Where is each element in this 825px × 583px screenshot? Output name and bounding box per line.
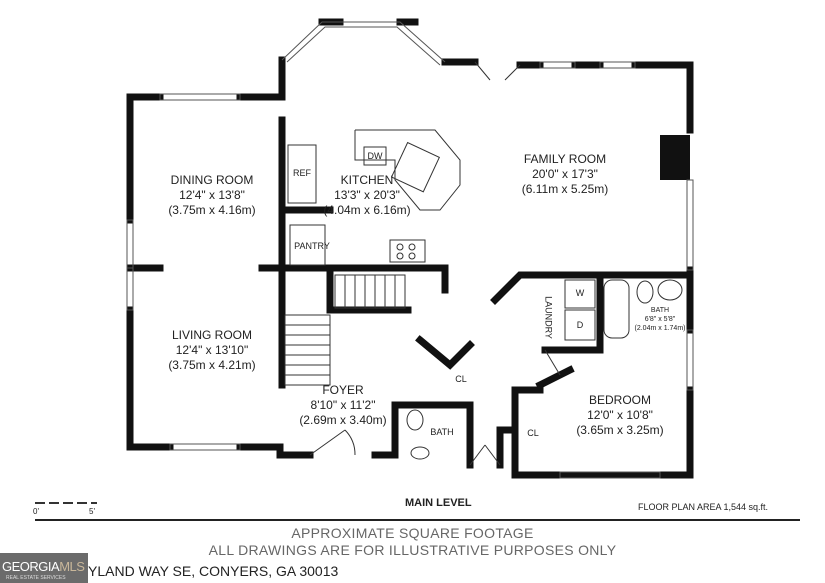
scale-start-label: 0' xyxy=(33,507,39,516)
room-dimensions: 20'0" x 17'3" xyxy=(532,167,598,181)
room-dimensions: 8'10" x 11'2" xyxy=(310,398,376,412)
kitchen-counters xyxy=(287,129,461,266)
bath-fixtures xyxy=(406,279,683,460)
logo-text: GEORGIA xyxy=(2,559,60,574)
logo-tagline: REAL ESTATE SERVICES xyxy=(6,575,66,581)
room-label-dining: DINING ROOM 12'4" x 13'8" (3.75m x 4.16m… xyxy=(168,173,255,218)
room-label-foyer: FOYER 8'10" x 11'2" (2.69m x 3.40m) xyxy=(299,383,386,428)
level-title: MAIN LEVEL xyxy=(405,497,472,509)
stairs xyxy=(284,274,406,386)
windows xyxy=(126,21,694,479)
room-dimensions: 6'8" x 5'8" xyxy=(644,316,676,323)
room-dimensions-metric: (3.65m x 3.25m) xyxy=(576,423,664,437)
room-label-family: FAMILY ROOM 20'0" x 17'3" (6.11m x 5.25m… xyxy=(522,152,608,197)
doors xyxy=(309,61,561,466)
room-label-kitchen: KITCHEN 13'3" x 20'3" (4.04m x 6.16m) xyxy=(323,173,410,218)
room-label-bedroom: BEDROOM 12'0" x 10'8" (3.65m x 3.25m) xyxy=(576,393,663,438)
room-dimensions: 12'4" x 13'10" xyxy=(175,343,249,357)
room-dimensions: 12'4" x 13'8" xyxy=(179,188,245,202)
fixture-label-washer: W xyxy=(575,288,585,298)
room-name: DINING ROOM xyxy=(170,173,254,187)
walls xyxy=(126,18,694,479)
room-label-bath-lower: BATH xyxy=(430,427,454,437)
room-dimensions: 13'3" x 20'3" xyxy=(334,188,400,202)
room-dimensions: 12'0" x 10'8" xyxy=(587,408,653,422)
fixture-label-dishwasher: DW xyxy=(367,151,383,161)
scale-end-label: 5' xyxy=(89,507,95,516)
room-name: BEDROOM xyxy=(588,393,651,407)
fixture-label-ref: REF xyxy=(293,168,311,178)
disclaimer-line-2: ALL DRAWINGS ARE FOR ILLUSTRATIVE PURPOS… xyxy=(208,542,617,558)
room-name: FAMILY ROOM xyxy=(523,152,607,166)
room-dimensions-metric: (2.69m x 3.40m) xyxy=(299,413,387,427)
room-dimensions-metric: (2.04m x 1.74m) xyxy=(634,325,686,332)
floor-plan-area: FLOOR PLAN AREA 1,544 sq.ft. xyxy=(638,502,769,512)
logo-text-accent: MLS xyxy=(59,559,85,574)
room-name: KITCHEN xyxy=(340,173,394,187)
fixture-label-closet: CL xyxy=(455,374,467,384)
property-address: YLAND WAY SE, CONYERS, GA 30013 xyxy=(88,563,339,579)
room-label-bath-upper: BATH 6'8" x 5'8" (2.04m x 1.74m) xyxy=(635,306,686,333)
room-dimensions-metric: (4.04m x 6.16m) xyxy=(323,203,411,217)
disclaimer-line-1: APPROXIMATE SQUARE FOOTAGE xyxy=(291,525,534,541)
fixture-label-laundry: LAUNDRY xyxy=(543,296,554,339)
georgia-mls-logo: GEORGIAMLS REAL ESTATE SERVICES xyxy=(0,553,88,583)
fixture-label-dryer: D xyxy=(576,320,584,330)
room-name: FOYER xyxy=(322,383,364,397)
room-name: BATH xyxy=(650,307,670,314)
room-dimensions-metric: (3.75m x 4.21m) xyxy=(168,358,256,372)
room-label-living: LIVING ROOM 12'4" x 13'10" (3.75m x 4.21… xyxy=(168,328,255,373)
fixture-label-pantry: PANTRY xyxy=(294,241,330,251)
room-name: LIVING ROOM xyxy=(171,328,252,342)
fixture-label-closet: CL xyxy=(527,428,539,438)
room-dimensions-metric: (6.11m x 5.25m) xyxy=(521,182,609,196)
room-dimensions-metric: (3.75m x 4.16m) xyxy=(168,203,256,217)
